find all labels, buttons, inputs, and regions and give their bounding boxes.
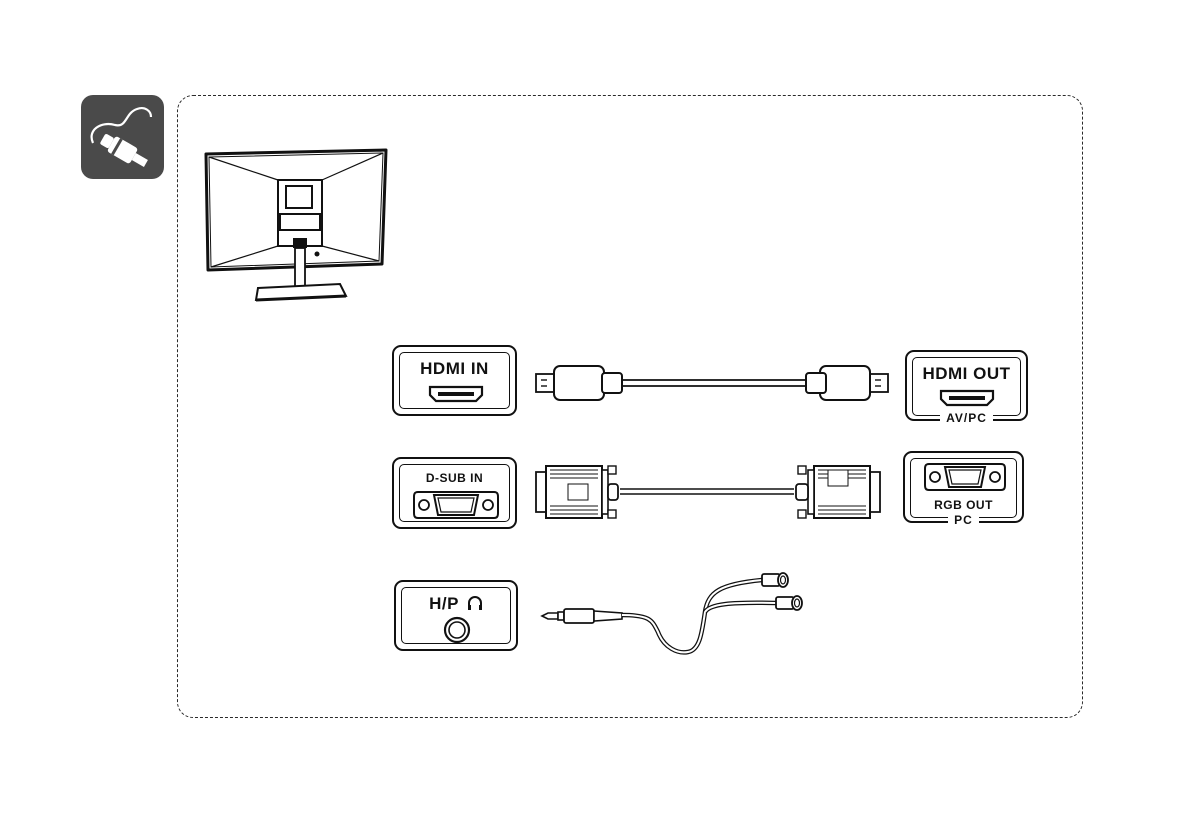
rgb-out-label: RGB OUT <box>905 498 1022 512</box>
hdmi-out-sublabel: AV/PC <box>907 411 1026 425</box>
dsub-in-port: D-SUB IN <box>392 457 517 529</box>
vga-socket-icon <box>412 489 500 521</box>
hdmi-out-label: HDMI OUT <box>907 364 1026 384</box>
headphone-label: H/P <box>396 594 516 614</box>
rgb-out-port: RGB OUT PC <box>903 451 1024 523</box>
audio-jack-icon <box>443 616 471 644</box>
hdmi-socket-icon <box>939 389 995 407</box>
cable-plug-icon <box>81 95 164 179</box>
hdmi-cable <box>532 360 892 406</box>
headphone-icon <box>467 595 483 611</box>
hdmi-socket-icon <box>428 385 484 403</box>
vga-socket-icon <box>923 461 1007 493</box>
headphone-port: H/P <box>394 580 518 651</box>
hdmi-in-port: HDMI IN <box>392 345 517 416</box>
hdmi-out-port: HDMI OUT AV/PC <box>905 350 1028 421</box>
dsub-in-label: D-SUB IN <box>394 471 515 485</box>
monitor-rear-icon <box>200 148 390 303</box>
audio-cable <box>540 570 810 665</box>
rgb-out-sublabel: PC <box>905 513 1022 527</box>
hdmi-in-label: HDMI IN <box>394 359 515 379</box>
vga-cable <box>532 462 884 524</box>
